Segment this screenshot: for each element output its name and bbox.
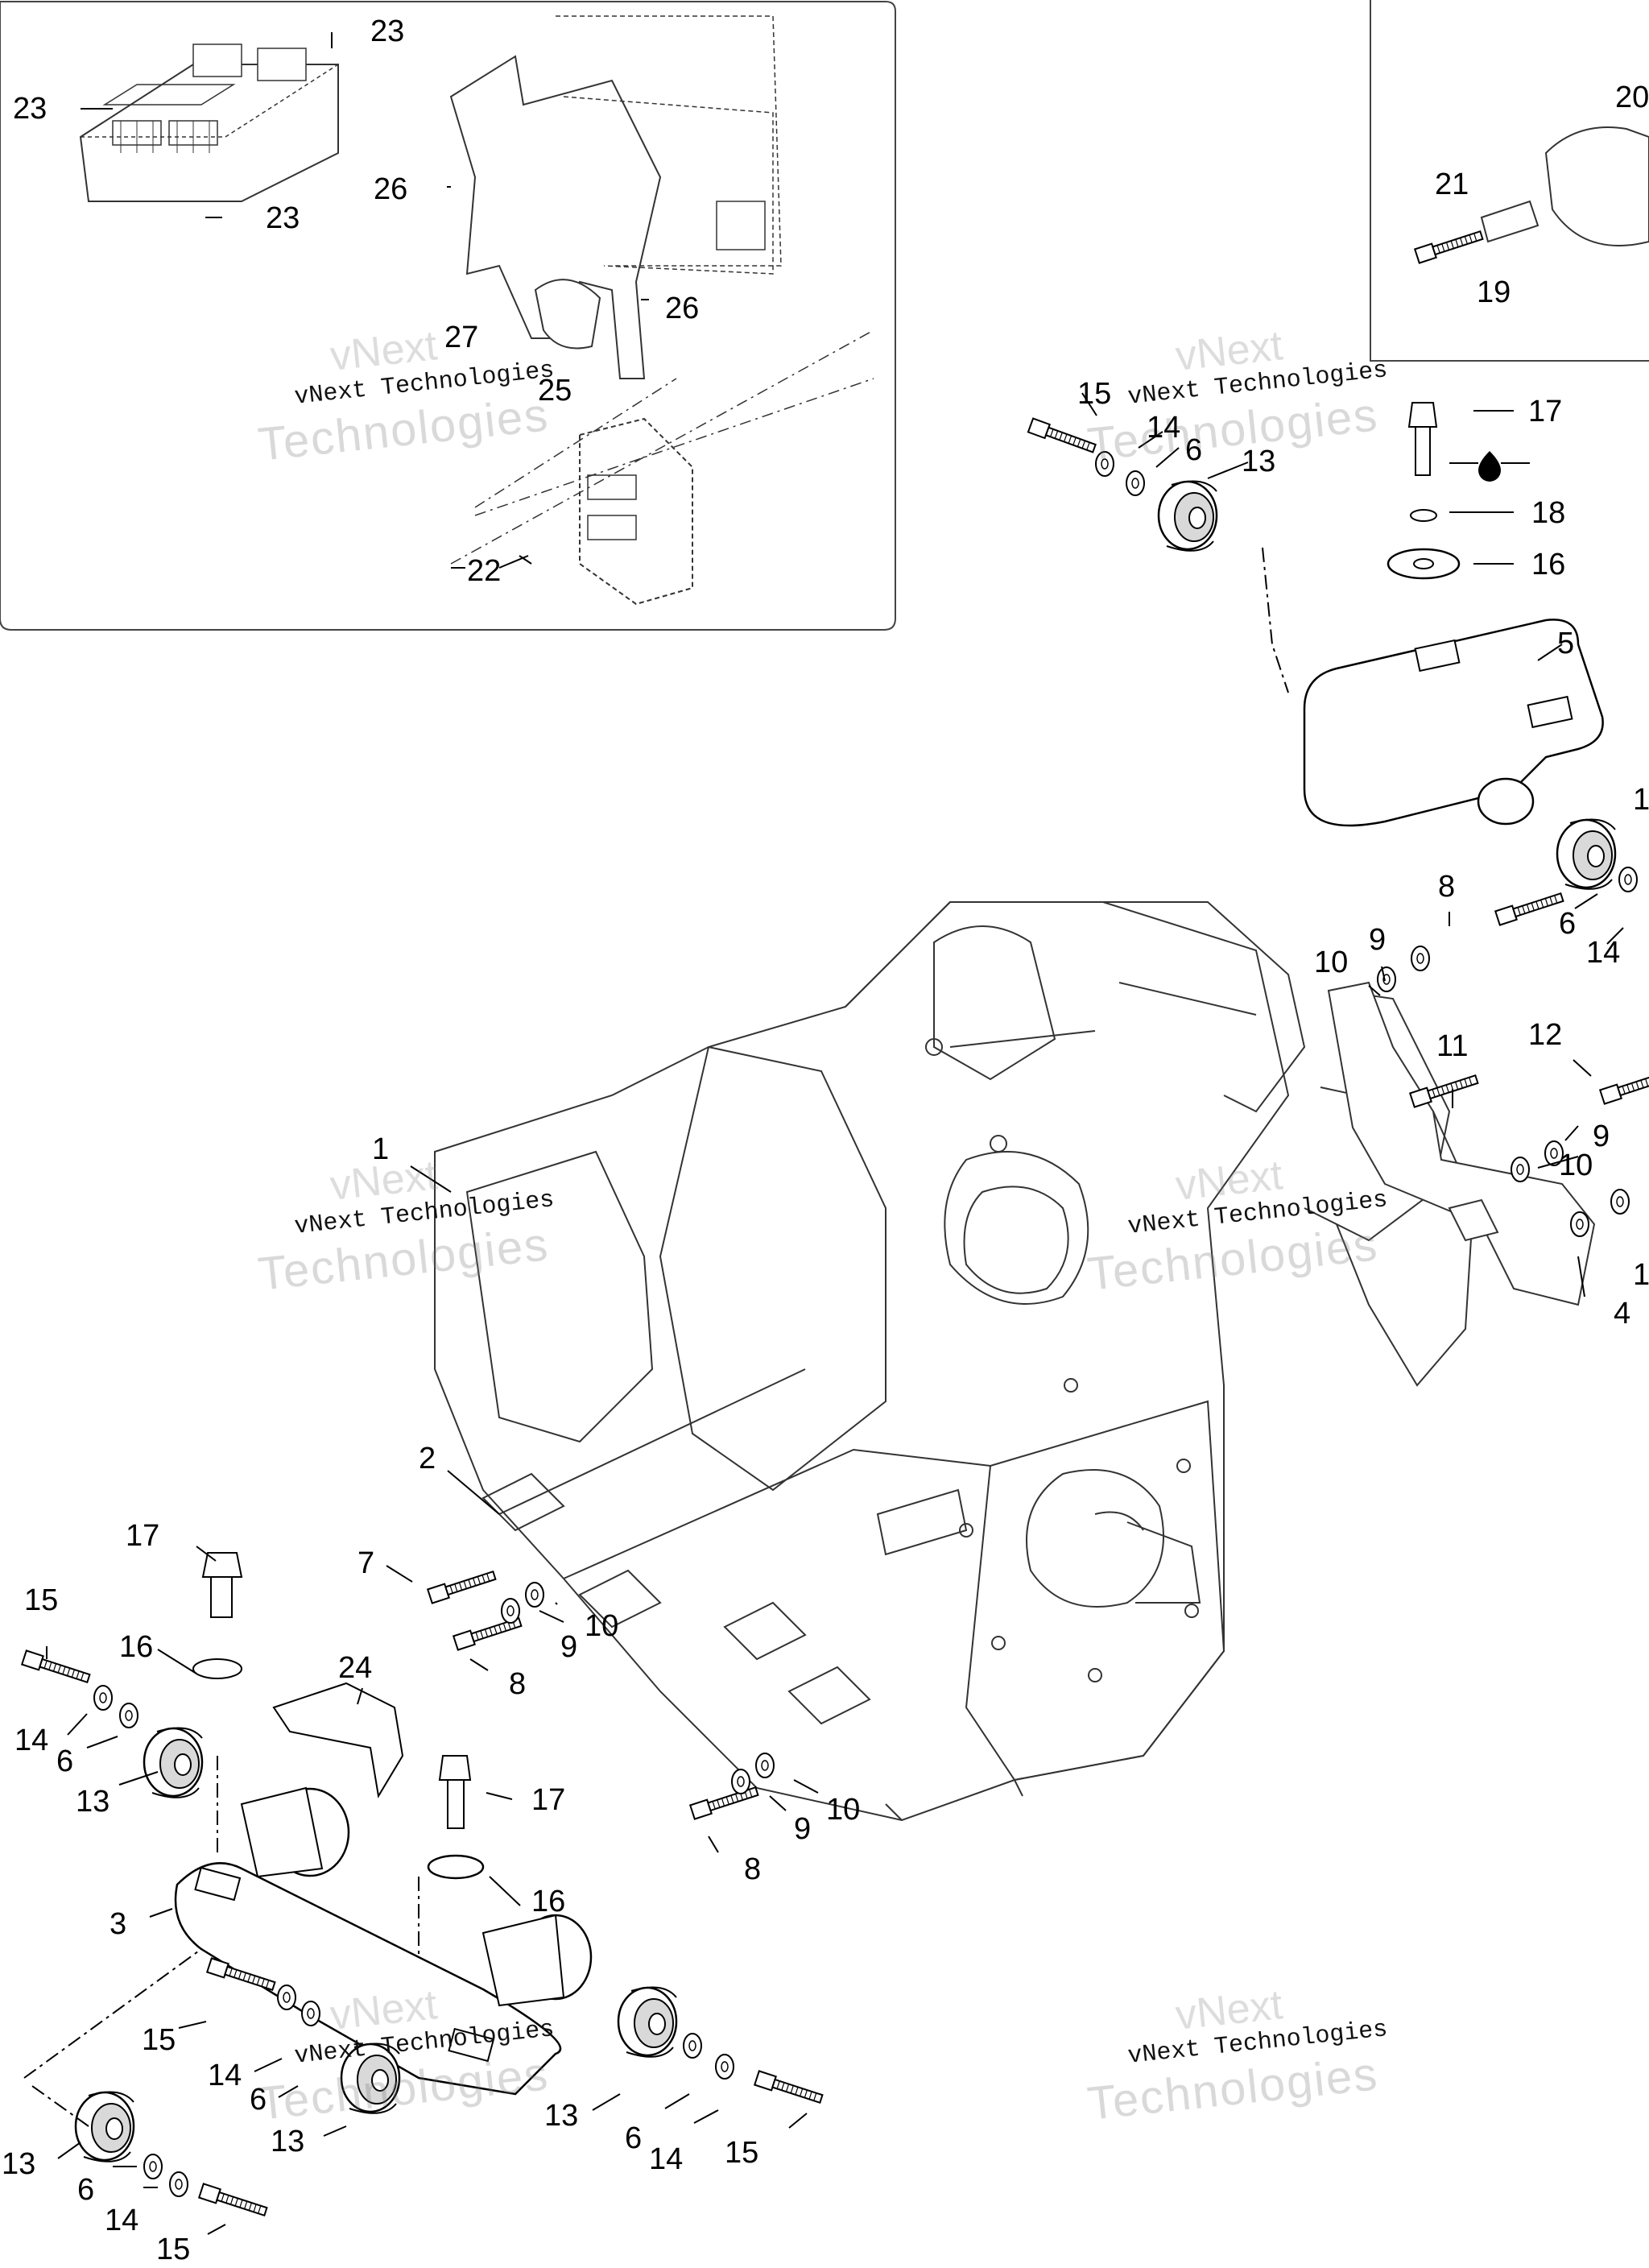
callout-16a: 16 (1531, 548, 1566, 581)
callout-22: 22 (467, 554, 502, 588)
callout-10b: 10 (1559, 1148, 1593, 1182)
callout-14a: 14 (1147, 411, 1181, 445)
callout-9a: 9 (1369, 923, 1387, 957)
callout-9b: 9 (1593, 1120, 1610, 1153)
callout-2: 2 (419, 1442, 436, 1475)
callout-26b: 26 (665, 292, 700, 325)
callout-17a: 17 (1528, 395, 1563, 428)
callout-13c: 13 (271, 2125, 305, 2158)
engine-assembly (434, 901, 1475, 1822)
callout-14b: 14 (1586, 936, 1621, 970)
callout-10d: 10 (826, 1793, 861, 1827)
engine-mount-left (21, 1552, 824, 2220)
callout-8b: 8 (509, 1667, 527, 1701)
callout-5: 5 (1557, 627, 1575, 660)
callout-14e: 14 (649, 2142, 684, 2176)
callout-15a: 15 (1077, 377, 1112, 411)
callout-17b: 17 (126, 1519, 160, 1553)
callout-23a: 23 (370, 14, 405, 48)
engine-mount-right (1027, 402, 1649, 1237)
leader-lines (46, 392, 1624, 2235)
callout-11: 11 (1436, 1029, 1469, 1063)
callout-13d: 13 (544, 2099, 579, 2133)
callout-21: 21 (1435, 168, 1469, 201)
callout-14c: 14 (14, 1724, 49, 1757)
callout-10c: 10 (585, 1609, 619, 1643)
callout-1: 1 (372, 1132, 390, 1166)
callout-17c: 17 (531, 1783, 566, 1817)
callout-16c: 16 (531, 1885, 566, 1918)
callout-8a: 8 (1438, 870, 1456, 904)
callout-15c: 15 (142, 2023, 176, 2057)
callout-14f: 14 (105, 2204, 139, 2237)
gear-inset (1370, 0, 1649, 362)
callout-6f: 6 (77, 2173, 95, 2207)
callout-6d: 6 (250, 2083, 267, 2117)
callout-16b: 16 (119, 1630, 154, 1664)
callout-8c: 8 (744, 1852, 762, 1886)
callout-27: 27 (444, 321, 479, 354)
callout-1-right-b: 1 (1633, 1258, 1649, 1292)
callout-24: 24 (338, 1651, 373, 1685)
electrical-box-inset (0, 1, 896, 631)
callout-6c: 6 (56, 1744, 74, 1778)
callout-20: 20 (1615, 81, 1649, 114)
callout-19: 19 (1477, 275, 1511, 309)
callout-15d: 15 (725, 2136, 759, 2170)
callout-13a: 13 (1242, 445, 1276, 478)
callout-7: 7 (357, 1546, 375, 1580)
callout-23c: 23 (266, 201, 300, 235)
callout-23b: 23 (13, 92, 48, 126)
callout-6b: 6 (1559, 907, 1577, 941)
callout-15e: 15 (156, 2233, 191, 2266)
callout-6e: 6 (625, 2121, 643, 2155)
engine-bracket-right (1327, 981, 1596, 1306)
callout-10a: 10 (1314, 946, 1349, 979)
callout-13b: 13 (76, 1785, 110, 1819)
callout-13e: 13 (2, 2147, 36, 2181)
callout-9d: 9 (794, 1812, 812, 1846)
callout-9c: 9 (560, 1630, 578, 1664)
callout-25: 25 (538, 374, 572, 408)
callout-14d: 14 (208, 2059, 242, 2092)
callout-4: 4 (1614, 1297, 1631, 1331)
callout-1-right: 1 (1633, 783, 1649, 817)
callout-15b: 15 (24, 1583, 59, 1617)
callout-3: 3 (110, 1907, 127, 1941)
callout-18: 18 (1531, 496, 1566, 530)
callout-12: 12 (1528, 1018, 1563, 1052)
callout-26a: 26 (374, 172, 408, 206)
callout-6a: 6 (1185, 433, 1203, 467)
